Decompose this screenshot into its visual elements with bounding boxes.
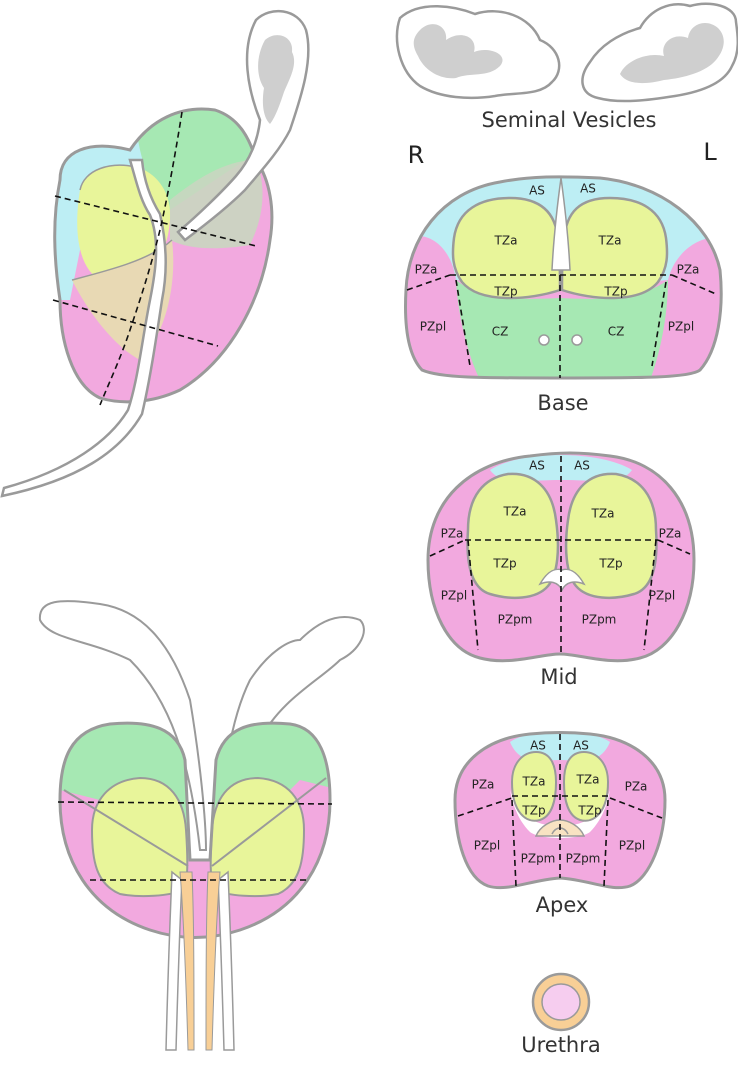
mid-transition-zone-right: [466, 472, 560, 599]
apex-pzpm-left-label: PZpm: [566, 852, 601, 866]
apex-pzpm-right-label: PZpm: [521, 852, 556, 866]
apex-tza-right-label: TZa: [522, 775, 546, 789]
base-transition-zone-right: [451, 196, 562, 300]
mid-pza-right-label: PZa: [441, 527, 464, 541]
base-as-left-label: AS: [580, 182, 596, 196]
apex-section-label: Apex: [536, 893, 589, 917]
apex-pzpl-left-label: PZpl: [619, 839, 645, 853]
coronal-capsule-outline: [58, 721, 332, 939]
base-central-zone: [456, 280, 668, 378]
mid-dash-right-pzpm: [467, 539, 479, 651]
coronal-dash-upper: [57, 801, 333, 805]
apex-transition-zone-left: [562, 750, 610, 822]
right-side-label: R: [408, 141, 425, 169]
base-section-label: Base: [537, 391, 588, 415]
base-capsule-outline: [404, 175, 723, 380]
apex-as-left-label: AS: [573, 739, 589, 753]
urethra-cross-section: Urethra: [521, 972, 601, 1057]
mid-tza-right-label: TZa: [503, 505, 527, 519]
apex-pzpl-right-label: PZpl: [474, 839, 500, 853]
mid-dash-left-pz: [657, 539, 691, 555]
mid-as-right-label: AS: [529, 459, 545, 473]
base-dash-right-cz: [455, 279, 471, 367]
apex-tzp-left-label: TZp: [577, 804, 601, 818]
mid-tza-left-label: TZa: [591, 507, 615, 521]
mid-section-label: Mid: [540, 665, 577, 689]
apex-capsule-outline: [453, 731, 667, 890]
apex-section: AS AS TZa TZa TZp TZp PZa PZa PZpl PZpl …: [453, 731, 667, 917]
apex-pza-left-label: PZa: [625, 780, 648, 794]
sagittal-dash-vertical: [99, 111, 183, 406]
base-pzpl-left-label: PZpl: [668, 320, 694, 334]
apex-dash-left-pzpm: [603, 799, 609, 887]
mid-tzp-left-label: TZp: [598, 557, 622, 571]
coronal-boundary-left: [211, 777, 327, 867]
apex-transition-zone-right: [510, 750, 558, 822]
base-dash-left-cz: [651, 281, 667, 367]
base-ejaculatory-duct-left: [571, 334, 583, 346]
base-ejaculatory-duct-right: [538, 334, 550, 346]
seminal-vesicles-label: Seminal Vesicles: [482, 108, 657, 132]
sagittal-dash-lower: [52, 299, 219, 347]
seminal-vesicle-right-lumen: [413, 24, 503, 79]
apex-tza-left-label: TZa: [576, 773, 600, 787]
base-pza-right-label: PZa: [415, 263, 438, 277]
mid-pzpl-right-label: PZpl: [441, 589, 467, 603]
seminal-vesicles: Seminal Vesicles: [395, 2, 738, 132]
coronal-seminal-vesicle-right: [38, 600, 208, 851]
apex-tzp-right-label: TZp: [521, 804, 545, 818]
base-dash-left-pz: [671, 274, 717, 295]
coronal-urethra-right-wall: [165, 870, 183, 1051]
base-section: AS AS TZa TZa TZp TZp PZa PZa PZpl PZpl …: [404, 175, 723, 415]
apex-white-space: [510, 790, 610, 838]
mid-as-left-label: AS: [574, 459, 590, 473]
urethra-lumen: [541, 983, 581, 1021]
base-as-right-label: AS: [529, 184, 545, 198]
base-tzp-left-label: TZp: [603, 285, 627, 299]
seminal-vesicle-left-lumen: [620, 23, 724, 84]
sagittal-urethra: [0, 158, 167, 498]
apex-pza-right-label: PZa: [472, 778, 495, 792]
base-pza-left-label: PZa: [677, 263, 700, 277]
mid-pzpl-left-label: PZpl: [649, 589, 675, 603]
base-cz-left-label: CZ: [608, 325, 625, 339]
mid-pza-left-label: PZa: [659, 527, 682, 541]
mid-dash-right-pz: [429, 539, 466, 557]
mid-tzp-right-label: TZp: [492, 557, 516, 571]
sagittal-central-zone: [130, 109, 262, 210]
sagittal-dash-upper: [54, 195, 257, 247]
mid-urethra-fold: [538, 568, 586, 592]
sagittal-view: [0, 9, 310, 498]
apex-dash-right-pzpm: [511, 799, 517, 887]
base-tzp-right-label: TZp: [493, 285, 517, 299]
coronal-view: [38, 600, 365, 1051]
mid-transition-zone-left: [564, 472, 658, 599]
base-transition-zone-left: [560, 196, 669, 300]
left-side-label: L: [703, 138, 717, 166]
coronal-boundary-right: [63, 789, 189, 867]
base-tza-left-label: TZa: [598, 234, 622, 248]
coronal-ejaculatory-duct-left: [205, 871, 221, 1051]
mid-dash-left-pzpm: [643, 539, 657, 651]
base-pzpl-right-label: PZpl: [420, 320, 446, 334]
mid-pzpm-right-label: PZpm: [498, 613, 533, 627]
sagittal-seminal-vesicle-lumen: [258, 35, 295, 124]
coronal-ejaculatory-duct-right: [179, 871, 195, 1051]
sagittal-capsule-outline: [53, 107, 274, 404]
apex-as-right-label: AS: [530, 739, 546, 753]
urethra-label: Urethra: [521, 1033, 601, 1057]
base-dash-right-pz: [406, 274, 451, 291]
mid-capsule-outline: [426, 451, 696, 663]
coronal-urethra-left-wall: [217, 870, 235, 1051]
base-tza-right-label: TZa: [494, 234, 518, 248]
base-cz-right-label: CZ: [492, 325, 509, 339]
mid-pzpm-left-label: PZpm: [582, 613, 617, 627]
mid-section: AS AS TZa TZa TZp TZp PZa PZa PZpl PZpl …: [426, 451, 696, 689]
